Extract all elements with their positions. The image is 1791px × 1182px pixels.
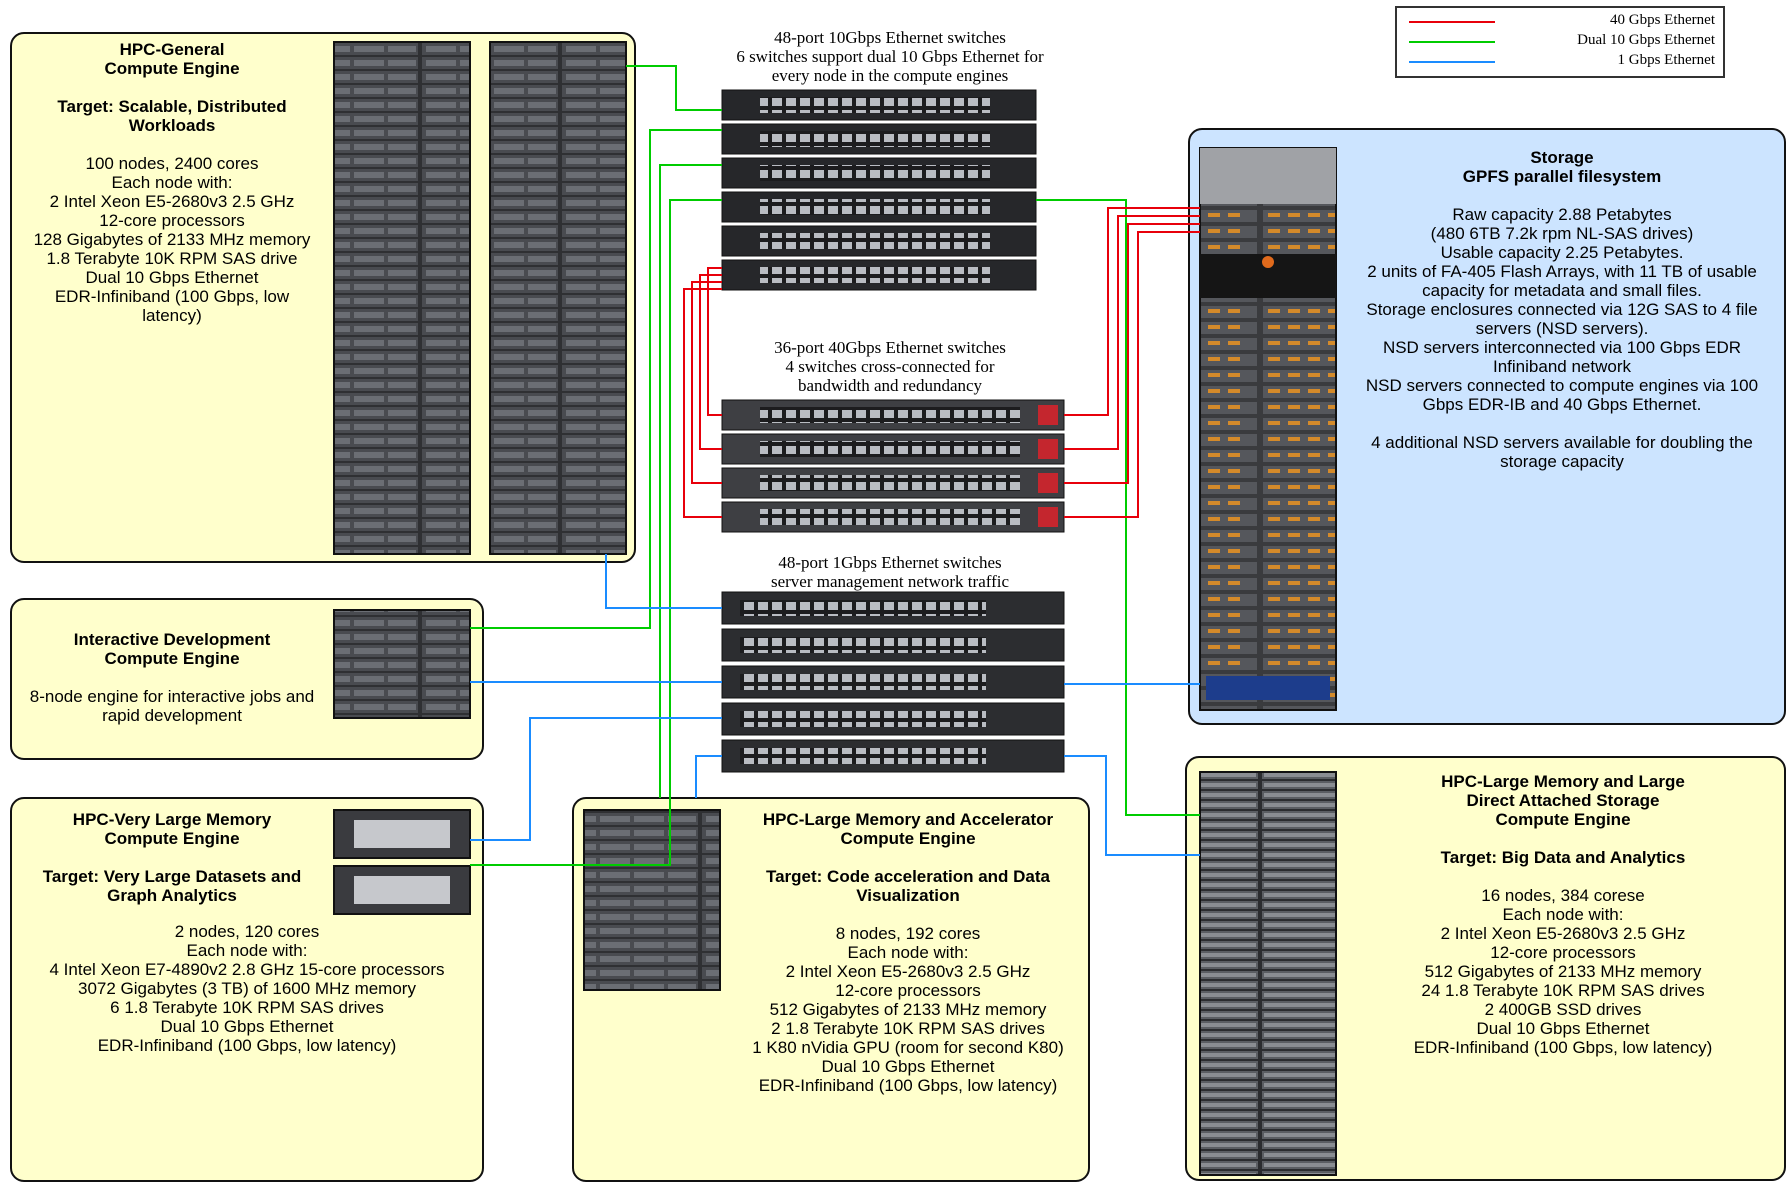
hpc-general-rack-2 — [490, 42, 626, 554]
hpc-general-text: HPC-General Compute Engine Target: Scala… — [12, 40, 332, 325]
hpc-general-rack-1 — [334, 42, 470, 554]
legend-item-dual10g: Dual 10 Gbps Ethernet — [1397, 32, 1723, 50]
caption-10g: 48-port 10Gbps Ethernet switches 6 switc… — [690, 28, 1090, 85]
accelerator-rack — [584, 810, 720, 990]
legend-item-40g: 40 Gbps Ethernet — [1397, 12, 1723, 30]
switches-40g — [722, 400, 1064, 532]
switches-1g — [722, 592, 1064, 772]
caption-1g: 48-port 1Gbps Ethernet switches server m… — [690, 553, 1090, 591]
large-das-text: HPC-Large Memory and Large Direct Attach… — [1348, 772, 1778, 1057]
large-das-title: HPC-Large Memory and Large — [1348, 772, 1778, 791]
storage-title: Storage — [1340, 148, 1784, 167]
accelerator-target: Target: Code acceleration and Data — [728, 867, 1088, 886]
accelerator-text: HPC-Large Memory and Accelerator Compute… — [728, 810, 1088, 1095]
interactive-text: Interactive Development Compute Engine 8… — [12, 630, 332, 725]
hpc-general-target: Target: Scalable, Distributed — [12, 97, 332, 116]
legend: 40 Gbps Ethernet Dual 10 Gbps Ethernet 1… — [1395, 6, 1725, 78]
caption-40g: 36-port 40Gbps Ethernet switches 4 switc… — [690, 338, 1090, 395]
large-das-rack — [1200, 772, 1336, 1175]
interactive-rack — [334, 610, 470, 718]
very-large-target: Target: Very Large Datasets and — [12, 867, 332, 886]
very-large-title: HPC-Very Large Memory — [12, 810, 332, 829]
very-large-text: HPC-Very Large Memory Compute Engine Tar… — [12, 810, 332, 905]
interactive-title: Interactive Development — [12, 630, 332, 649]
very-large-details: 2 nodes, 120 cores Each node with: 4 Int… — [12, 922, 482, 1055]
legend-item-1g: 1 Gbps Ethernet — [1397, 52, 1723, 70]
storage-rack — [1200, 148, 1336, 710]
storage-text: Storage GPFS parallel filesystem Raw cap… — [1340, 148, 1784, 471]
hpc-general-title: HPC-General — [12, 40, 332, 59]
switches-10g — [722, 90, 1036, 290]
large-das-target: Target: Big Data and Analytics — [1348, 848, 1778, 867]
accelerator-title: HPC-Large Memory and Accelerator — [728, 810, 1088, 829]
